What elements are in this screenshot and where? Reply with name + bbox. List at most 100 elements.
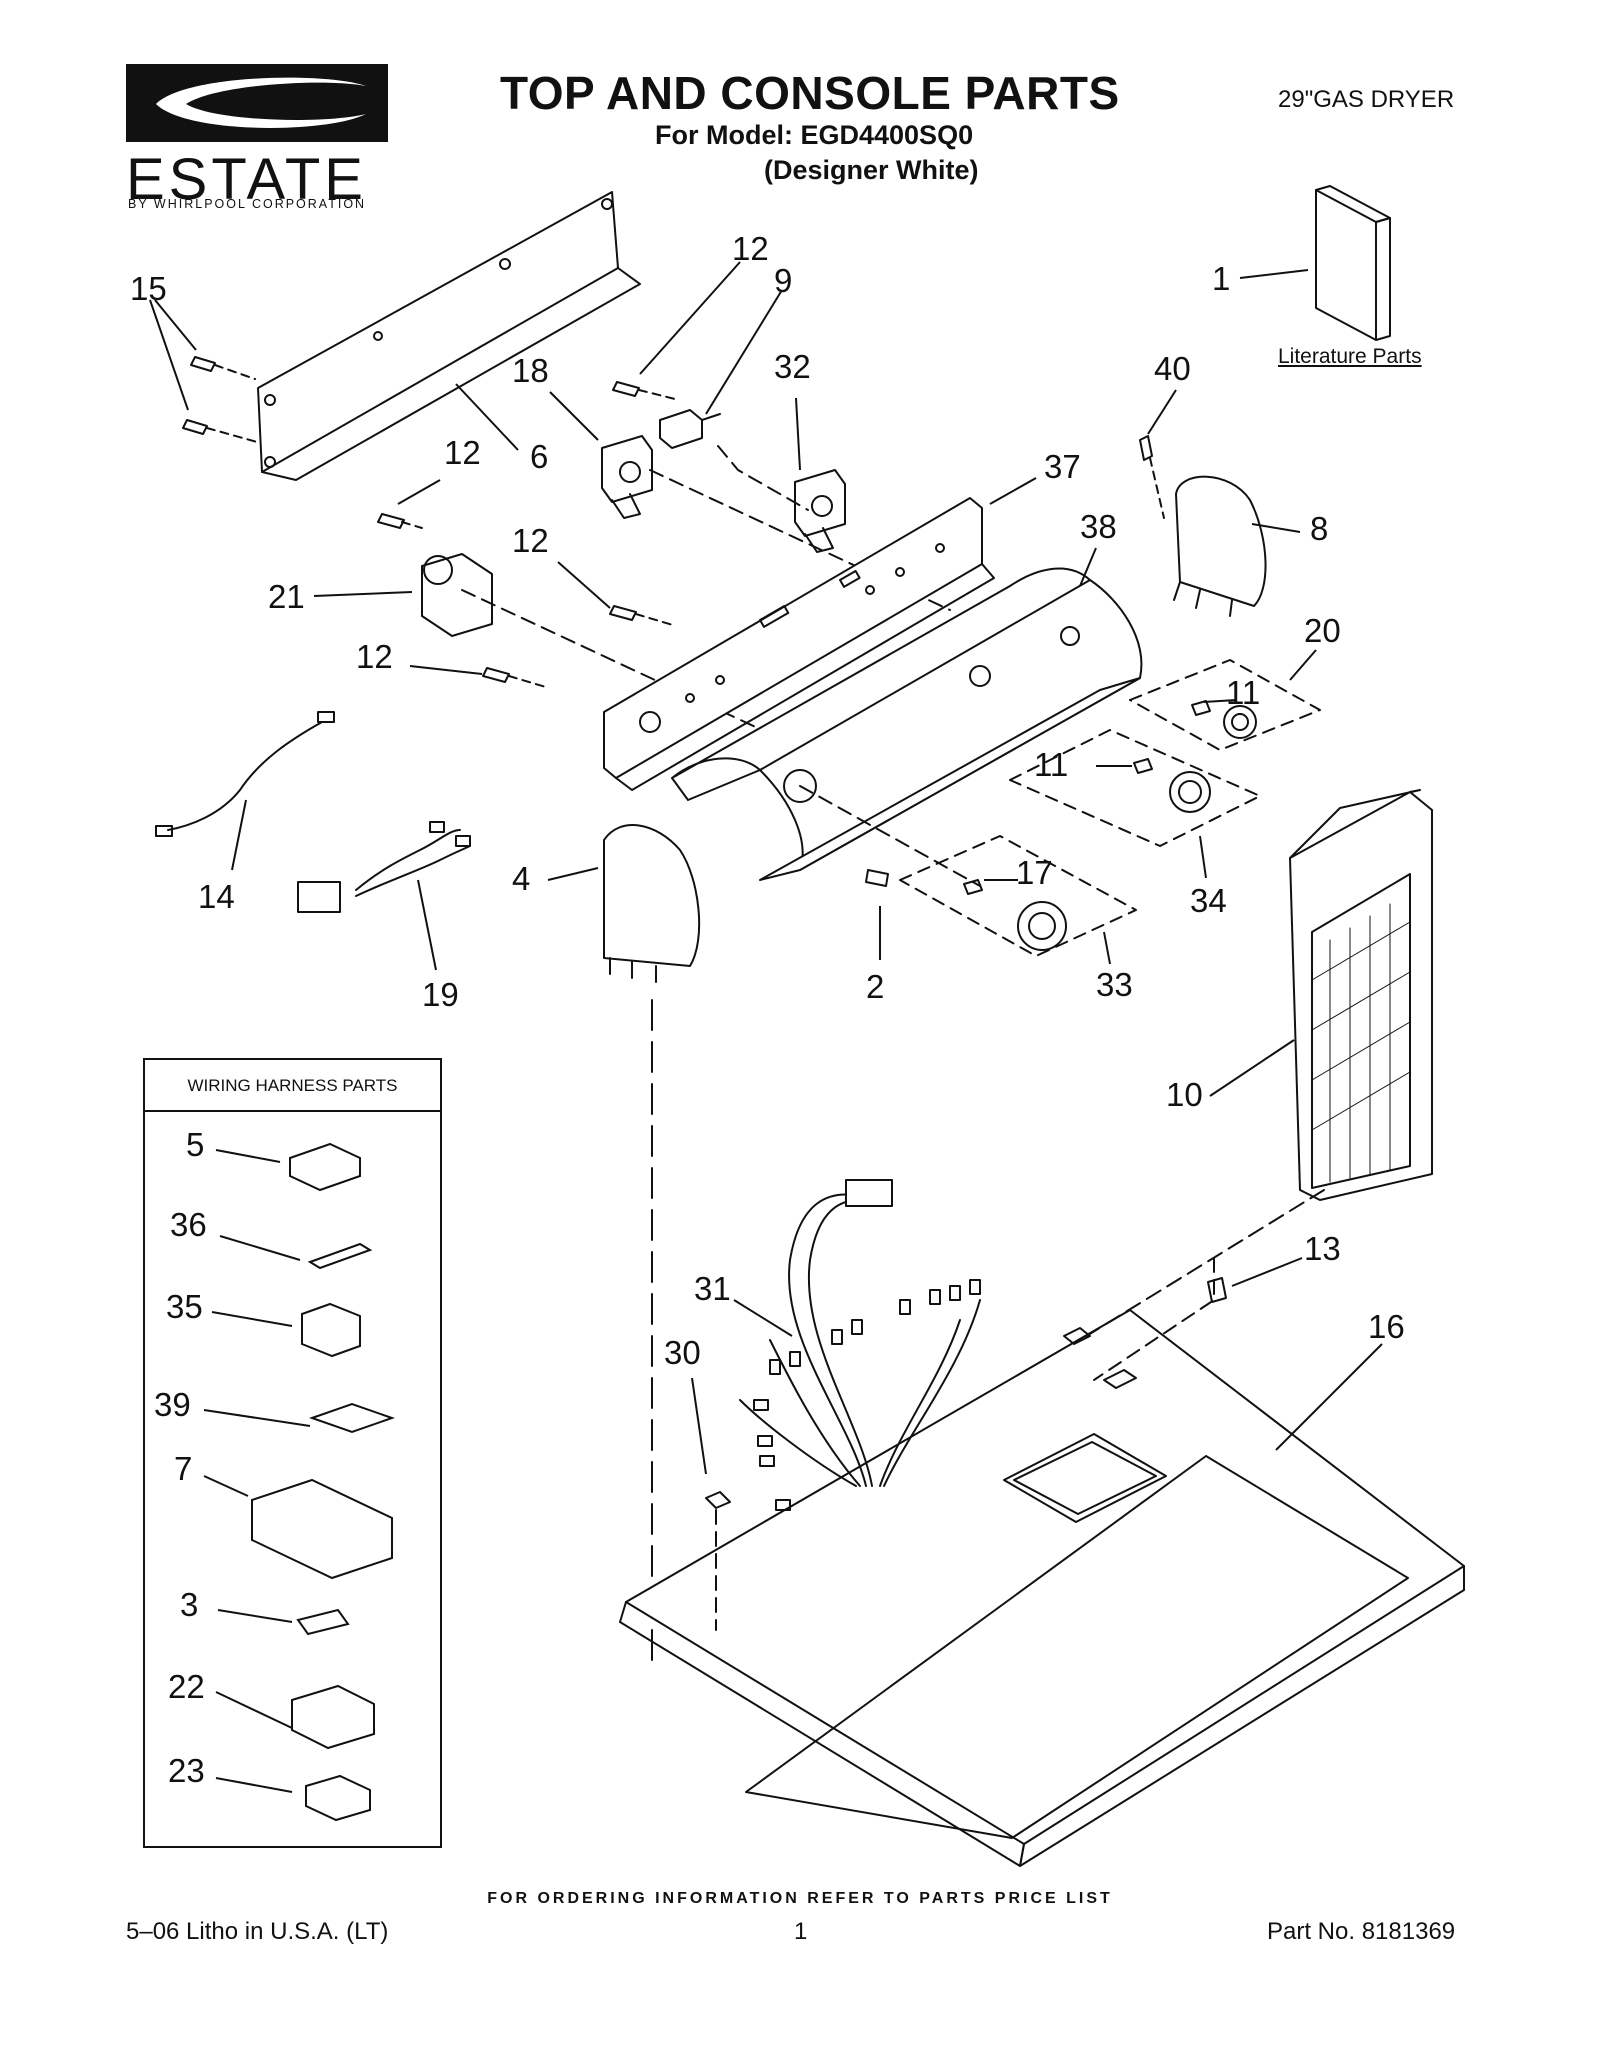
- screw-12-b: [377, 513, 423, 529]
- callout-12-top: 12: [732, 230, 769, 267]
- callout-2: 2: [866, 968, 885, 1005]
- callout-6: 6: [530, 438, 549, 475]
- leader-18: [549, 391, 599, 441]
- clip-30-part: [705, 1491, 731, 1631]
- leader-1: [1239, 269, 1309, 279]
- callout-11-a: 11: [1226, 674, 1261, 711]
- leader-40: [1147, 389, 1177, 435]
- wiring-harness-parts-box: WIRING HARNESS PARTS: [143, 1058, 442, 1848]
- wire-harness-19-part: [297, 821, 471, 913]
- part-7-block: [251, 1478, 393, 1580]
- callout-38: 38: [1080, 508, 1117, 545]
- callout-22: 22: [168, 1668, 205, 1705]
- estate-logo: ESTATE BY WHIRLPOOL CORPORATION: [126, 64, 396, 214]
- callout-8: 8: [1310, 510, 1329, 547]
- part-3-clip: [296, 1608, 350, 1636]
- leader-33: [1103, 931, 1111, 965]
- callout-32: 32: [774, 348, 811, 385]
- leader-16: [1275, 1343, 1383, 1451]
- callout-30: 30: [664, 1334, 701, 1371]
- part-35-plug: [301, 1302, 361, 1358]
- callout-12-lower: 12: [356, 638, 393, 675]
- callout-3: 3: [180, 1586, 199, 1623]
- leader-3: [217, 1609, 293, 1623]
- callout-13: 13: [1304, 1230, 1341, 1267]
- callout-14: 14: [198, 878, 235, 915]
- part-5-connector: [289, 1142, 361, 1192]
- callout-19: 19: [422, 976, 459, 1013]
- leader-8: [1251, 523, 1301, 533]
- screw-2-part: [865, 869, 889, 887]
- leader-30: [691, 1377, 707, 1475]
- leader-32: [795, 397, 801, 471]
- part-number: Part No. 8181369: [1267, 1918, 1456, 1945]
- screw-13-part: [1207, 1277, 1227, 1303]
- callout-31: 31: [694, 1270, 731, 1307]
- callout-33: 33: [1096, 966, 1133, 1003]
- knob-34-group: [1009, 729, 1261, 847]
- leader-35: [211, 1311, 293, 1327]
- knob-33-group: [799, 785, 1137, 957]
- end-cap-4-part: [603, 824, 701, 1661]
- leader-34: [1199, 835, 1207, 879]
- part-22-housing: [291, 1684, 375, 1750]
- leader-31: [733, 1299, 793, 1337]
- callout-1: 1: [1212, 260, 1231, 297]
- ordering-note: FOR ORDERING INFORMATION REFER TO PARTS …: [487, 1890, 1113, 1907]
- callout-11-b: 11: [1034, 746, 1069, 783]
- callout-21: 21: [268, 578, 305, 615]
- page-number: 1: [794, 1918, 808, 1945]
- part-23-connector: [305, 1774, 371, 1822]
- footer-litho: 5–06 Litho in U.S.A. (LT): [126, 1918, 389, 1945]
- leader-13: [1231, 1257, 1303, 1287]
- callout-12-mid: 12: [512, 522, 549, 559]
- screw-40-part: [1139, 435, 1165, 519]
- literature-parts-label: Literature Parts: [1278, 345, 1422, 368]
- leader-14: [231, 799, 247, 871]
- page-title: TOP AND CONSOLE PARTS: [500, 67, 1120, 119]
- leader-15-a: [154, 299, 197, 351]
- leader-7: [203, 1475, 249, 1497]
- leader-37: [989, 477, 1037, 505]
- rear-panel-part: [257, 191, 641, 481]
- callout-10: 10: [1166, 1076, 1203, 1113]
- screw-12-a: [612, 381, 680, 401]
- callout-39: 39: [154, 1386, 191, 1423]
- part-36-terminal: [307, 1242, 373, 1270]
- leader-36: [219, 1235, 301, 1261]
- model-variant: (Designer White): [764, 155, 979, 185]
- leader-12-mid: [557, 561, 611, 609]
- callout-16: 16: [1368, 1308, 1405, 1345]
- leader-6: [455, 383, 519, 451]
- dryer-top-16-part: [619, 1257, 1465, 1867]
- literature-booklet-part: [1315, 185, 1391, 341]
- callout-36: 36: [170, 1206, 207, 1243]
- end-cap-8-part: [1173, 475, 1267, 617]
- callout-4: 4: [512, 860, 531, 897]
- leader-12-left: [397, 479, 441, 505]
- callout-35: 35: [166, 1288, 203, 1325]
- logo-word: ESTATE: [126, 147, 367, 212]
- callout-37: 37: [1044, 448, 1081, 485]
- callout-17: 17: [1016, 854, 1053, 891]
- leader-38: [1079, 547, 1097, 587]
- callout-20: 20: [1304, 612, 1341, 649]
- callout-40: 40: [1154, 350, 1191, 387]
- control-panel-bracket-part: [603, 497, 995, 791]
- leader-9: [705, 289, 783, 415]
- part-39-housing: [308, 1402, 396, 1434]
- leader-15-b: [149, 299, 189, 411]
- screw-15-a: [190, 356, 256, 380]
- lint-filter-10-part: [1289, 789, 1433, 1201]
- model-line: For Model: EGD4400SQ0: [655, 120, 974, 150]
- leader-20: [1289, 649, 1317, 681]
- switch-9-part: [659, 409, 721, 449]
- leader-4: [547, 867, 599, 881]
- leader-12-lower: [409, 665, 483, 675]
- leader-22: [215, 1691, 293, 1729]
- callout-18: 18: [512, 352, 549, 389]
- leader-23: [215, 1777, 293, 1793]
- leader-5: [215, 1149, 281, 1163]
- knob-20-group: [1129, 659, 1321, 751]
